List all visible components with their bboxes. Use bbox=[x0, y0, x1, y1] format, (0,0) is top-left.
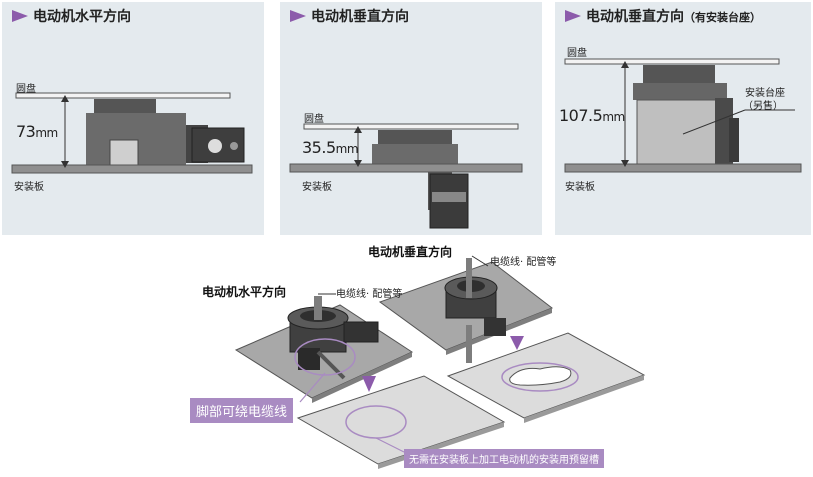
stand-label: 安装台座 bbox=[745, 88, 785, 99]
triangle-bullet-icon bbox=[565, 10, 581, 22]
vertical-diagram-title: 电动机垂直方向 bbox=[368, 245, 453, 259]
horizontal-diagram-title: 电动机水平方向 bbox=[202, 285, 287, 299]
triangle-bullet-icon bbox=[290, 10, 306, 22]
vertical-motor-diagram bbox=[289, 123, 523, 229]
height-dimension: 107.5mm bbox=[559, 106, 625, 125]
stand-sold-separately-label: （另售） bbox=[743, 101, 783, 112]
base-label: 安装板 bbox=[14, 182, 44, 193]
horizontal-motor-diagram bbox=[11, 92, 253, 174]
panel-motor-horizontal: 电动机水平方向 圆盘 73mm 安装板 bbox=[2, 2, 264, 235]
base-label: 安装板 bbox=[302, 182, 332, 193]
panel-motor-vertical-with-stand: 电动机垂直方向（有安装台座） 圆盘 107.5mm 安装台座 （另售） 安装板 bbox=[555, 2, 811, 235]
height-dimension: 73mm bbox=[16, 122, 58, 141]
panel-title: 电动机垂直方向（有安装台座） bbox=[565, 6, 761, 26]
callout-feet-cable: 脚部可绕电缆线 bbox=[190, 398, 294, 423]
cable-label-horizontal: 电缆线· 配管等 bbox=[336, 289, 403, 300]
triangle-bullet-icon bbox=[12, 10, 28, 22]
disk-label: 圆盘 bbox=[304, 114, 324, 125]
callout-no-slot-needed: 无需在安装板上加工电动机的安装用预留槽 bbox=[404, 449, 604, 468]
base-label: 安装板 bbox=[565, 182, 595, 193]
stand-motor-diagram bbox=[564, 58, 802, 173]
panel-motor-vertical: 电动机垂直方向 圆盘 35.5mm 安装板 bbox=[280, 2, 542, 235]
disk-label: 圆盘 bbox=[567, 48, 587, 59]
panel-title: 电动机水平方向 bbox=[12, 6, 131, 26]
panel-title: 电动机垂直方向 bbox=[290, 6, 409, 26]
height-dimension: 35.5mm bbox=[302, 138, 359, 157]
disk-label: 圆盘 bbox=[16, 84, 36, 95]
cable-label-vertical: 电缆线· 配管等 bbox=[490, 257, 557, 268]
